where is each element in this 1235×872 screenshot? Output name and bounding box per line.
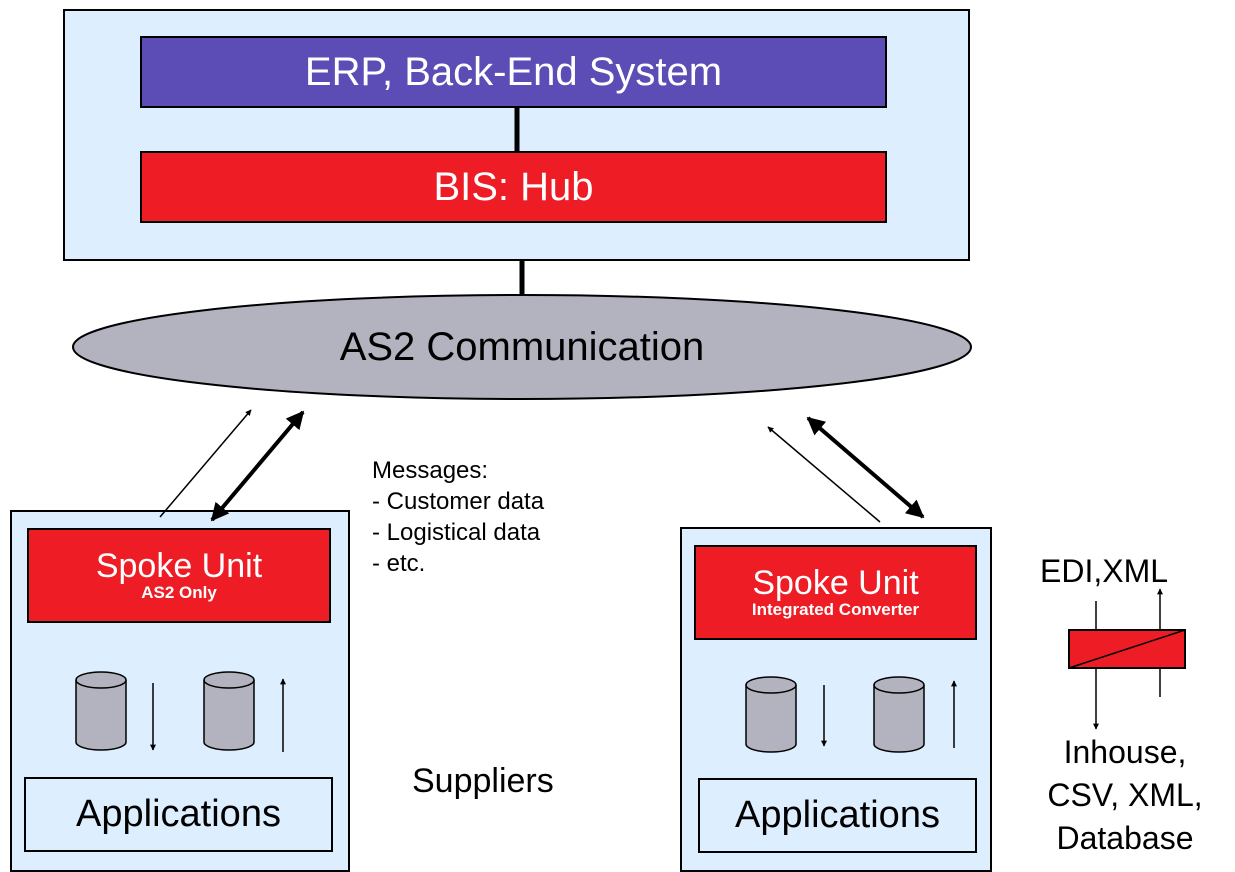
spoke-right-applications: Applications [698, 778, 977, 853]
spoke-left-subtitle: AS2 Only [141, 583, 217, 603]
hub-label: BIS: Hub [433, 164, 594, 209]
converter-top-label: EDI,XML [1040, 553, 1169, 589]
erp-label: ERP, Back-End System [304, 49, 723, 94]
as2-label: AS2 Communication [339, 325, 705, 369]
spoke-right-apps-label: Applications [735, 794, 940, 836]
messages-heading: Messages: [372, 457, 489, 484]
converter-bottom-line: Inhouse, [1063, 734, 1187, 770]
spoke-left-box: Spoke Unit AS2 Only [27, 528, 331, 623]
left-send-arrow [159, 409, 252, 518]
right-send-arrow [767, 426, 881, 523]
spoke-right-title: Spoke Unit [752, 563, 919, 602]
converter-bottom-line: CSV, XML, [1047, 777, 1203, 813]
as2-ellipse [72, 294, 972, 400]
suppliers-label: Suppliers [412, 762, 554, 800]
message-item: - etc. [372, 550, 426, 577]
spoke-left-applications: Applications [24, 777, 333, 852]
erp-backend-box: ERP, Back-End System [140, 36, 887, 108]
database-icon [75, 671, 127, 751]
bis-hub-box: BIS: Hub [140, 151, 887, 223]
spoke-left-title: Spoke Unit [95, 546, 263, 585]
converter-icon [1068, 588, 1186, 730]
spoke-right-box: Spoke Unit Integrated Converter [694, 545, 977, 640]
spoke-left-apps-label: Applications [76, 793, 281, 835]
message-item: - Customer data [372, 488, 545, 515]
right-bidirectional-arrow [806, 416, 925, 519]
converter-bottom-line: Database [1056, 820, 1194, 856]
left-bidirectional-arrow [210, 410, 305, 522]
database-icon [203, 671, 255, 751]
spoke-right-subtitle: Integrated Converter [751, 600, 920, 620]
database-icon [873, 676, 925, 753]
converter-bottom-labels: Inhouse, CSV, XML, Database [1020, 731, 1230, 860]
database-icon [745, 676, 797, 753]
message-item: - Logistical data [372, 519, 541, 546]
messages-block: Messages: - Customer data - Logistical d… [372, 455, 544, 579]
